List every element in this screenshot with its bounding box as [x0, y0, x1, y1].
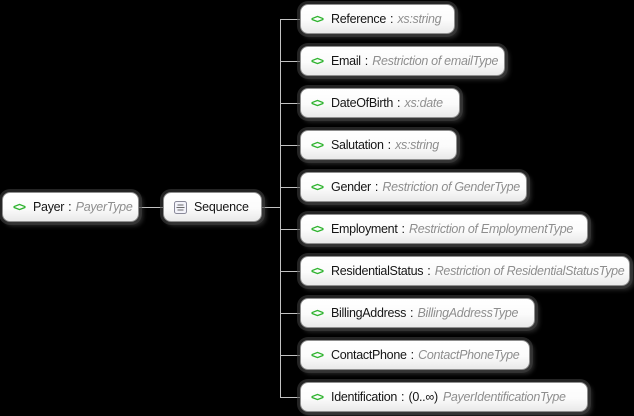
separator: : [401, 390, 405, 404]
element-name: Identification [331, 390, 398, 404]
occurrence: (0..∞) [408, 390, 439, 404]
element-box-salutation[interactable]: <> Salutation : xs:string [300, 130, 457, 160]
element-type: ContactPhoneType [418, 348, 520, 362]
element-box-email[interactable]: <> Email : Restriction of emailType [300, 46, 505, 76]
element-box-dateofbirth[interactable]: <> DateOfBirth : xs:date [300, 88, 460, 118]
element-name: Employment [331, 222, 398, 236]
element-name: Payer [33, 200, 65, 214]
connector-stub [280, 145, 300, 146]
separator: : [410, 348, 415, 362]
element-box-gender[interactable]: <> Gender : Restriction of GenderType [300, 172, 527, 202]
element-box-identification[interactable]: <> Identification : (0..∞) PayerIdentifi… [300, 382, 588, 412]
element-box-contactphone[interactable]: <> ContactPhone : ContactPhoneType [300, 340, 530, 370]
element-box-residentialstatus[interactable]: <> ResidentialStatus : Restriction of Re… [300, 256, 630, 286]
element-box-billingaddress[interactable]: <> BillingAddress : BillingAddressType [300, 298, 535, 328]
connector-stub [280, 313, 300, 314]
element-box-employment[interactable]: <> Employment : Restriction of Employmen… [300, 214, 588, 244]
element-type: Restriction of emailType [372, 54, 499, 68]
separator: : [390, 12, 394, 26]
element-name: ResidentialStatus [331, 264, 424, 278]
connector-stub [280, 271, 300, 272]
connector-stub [280, 355, 300, 356]
sequence-label: Sequence [194, 200, 249, 214]
separator: : [374, 180, 379, 194]
element-icon: <> [311, 138, 324, 152]
connector-root-to-sequence [139, 207, 163, 208]
element-name: BillingAddress [331, 306, 407, 320]
element-type: PayerType [75, 200, 133, 214]
separator: : [387, 138, 392, 152]
element-name: Gender [331, 180, 371, 194]
separator: : [401, 222, 405, 236]
element-icon: <> [311, 54, 324, 68]
element-icon: <> [311, 12, 324, 26]
connector-stub [280, 229, 300, 230]
connector-stub [280, 19, 300, 20]
element-name: Email [331, 54, 361, 68]
separator: : [364, 54, 369, 68]
element-name: DateOfBirth [331, 96, 394, 110]
element-type: Restriction of EmploymentType [408, 222, 574, 236]
element-type: Restriction of ResidentialStatusType [434, 264, 625, 278]
sequence-box[interactable]: Sequence [163, 192, 262, 222]
connector-stub [280, 103, 300, 104]
connector-stub [280, 61, 300, 62]
connector-trunk [280, 19, 281, 398]
element-icon: <> [311, 96, 324, 110]
connector-stub [280, 397, 300, 398]
element-icon: <> [311, 306, 324, 320]
element-type: xs:string [397, 12, 442, 26]
element-icon: <> [13, 200, 26, 214]
element-name: Reference [331, 12, 386, 26]
element-type: BillingAddressType [417, 306, 519, 320]
element-icon: <> [311, 348, 324, 362]
element-icon: <> [311, 180, 324, 194]
element-type: PayerIdentificationType [442, 390, 566, 404]
element-type: xs:date [404, 96, 444, 110]
connector-sequence-to-trunk [262, 207, 280, 208]
element-name: Salutation [331, 138, 384, 152]
element-type: xs:string [395, 138, 439, 152]
separator: : [397, 96, 401, 110]
element-icon: <> [311, 222, 324, 236]
element-name: ContactPhone [331, 348, 407, 362]
element-box-reference[interactable]: <> Reference : xs:string [300, 4, 455, 34]
element-icon: <> [311, 264, 324, 278]
element-icon: <> [311, 390, 324, 404]
separator: : [427, 264, 431, 278]
separator: : [410, 306, 414, 320]
element-box-payer[interactable]: <> Payer : PayerType [2, 192, 139, 222]
connector-stub [280, 187, 300, 188]
sequence-icon [174, 200, 187, 214]
element-type: Restriction of GenderType [382, 180, 520, 194]
separator: : [68, 200, 72, 214]
